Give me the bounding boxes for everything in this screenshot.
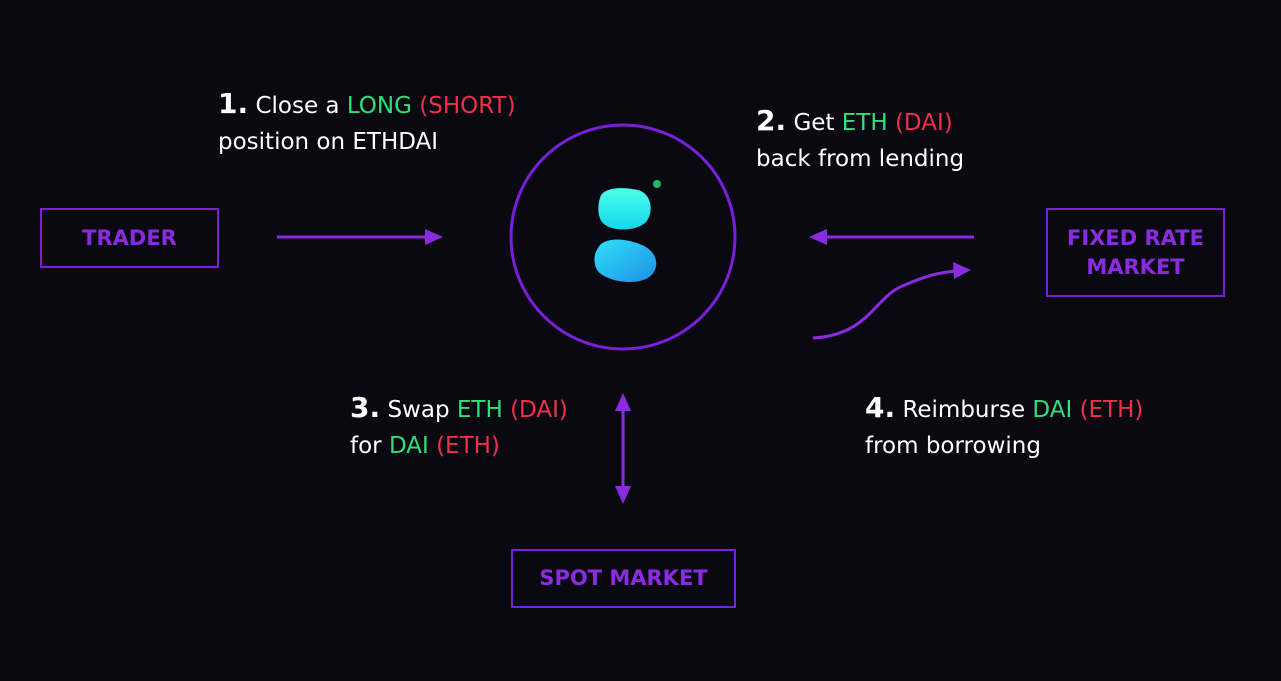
g-logo-icon xyxy=(594,180,661,283)
step-2-line2: back from lending xyxy=(756,146,965,172)
step-1-line2: position on ETHDAI xyxy=(218,129,439,155)
arrow-center-spot-double xyxy=(615,393,631,504)
step-3-number: 3. xyxy=(350,391,381,424)
fixed-rate-market-label-line1: FIXED RATE xyxy=(1067,225,1204,250)
step-3-line2-pre: for xyxy=(350,433,382,459)
arrow-trader-to-center xyxy=(277,229,443,245)
step-4-green: DAI xyxy=(1032,397,1073,423)
step-4-pre: Reimburse xyxy=(902,397,1026,423)
spot-market-box: SPOT MARKET xyxy=(511,549,736,608)
step-4-number: 4. xyxy=(865,391,896,424)
step-3-line2-green: DAI xyxy=(388,433,429,459)
step-1-red: (SHORT) xyxy=(419,93,516,119)
step-2-text: 2. Get ETH (DAI) back from lending xyxy=(756,103,964,177)
step-2-green: ETH xyxy=(841,110,888,136)
step-1-green: LONG xyxy=(346,93,412,119)
trader-label: TRADER xyxy=(82,225,177,250)
spot-market-label: SPOT MARKET xyxy=(539,566,708,590)
step-4-line2: from borrowing xyxy=(865,433,1041,459)
fixed-rate-market-box: FIXED RATE MARKET xyxy=(1046,208,1225,297)
step-3-line2-red: (ETH) xyxy=(436,433,500,459)
step-3-pre: Swap xyxy=(387,397,450,423)
arrow-center-to-fixed-rate xyxy=(812,262,971,340)
step-2-pre: Get xyxy=(793,110,835,136)
step-1-text: 1. Close a LONG (SHORT) position on ETHD… xyxy=(218,86,516,160)
step-2-red: (DAI) xyxy=(894,110,953,136)
step-1-pre: Close a xyxy=(255,93,340,119)
step-2-number: 2. xyxy=(756,104,787,137)
center-circle xyxy=(509,123,737,351)
step-3-green: ETH xyxy=(456,397,503,423)
fixed-rate-market-label-line2: MARKET xyxy=(1086,254,1185,279)
arrow-fixed-rate-to-center xyxy=(809,229,974,245)
step-4-red: (ETH) xyxy=(1079,397,1144,423)
step-3-red: (DAI) xyxy=(510,397,568,423)
step-4-text: 4. Reimburse DAI (ETH) from borrowing xyxy=(865,390,1143,464)
trader-box: TRADER xyxy=(40,208,219,268)
step-1-number: 1. xyxy=(218,87,249,120)
step-3-text: 3. Swap ETH (DAI) for DAI (ETH) xyxy=(350,390,568,464)
